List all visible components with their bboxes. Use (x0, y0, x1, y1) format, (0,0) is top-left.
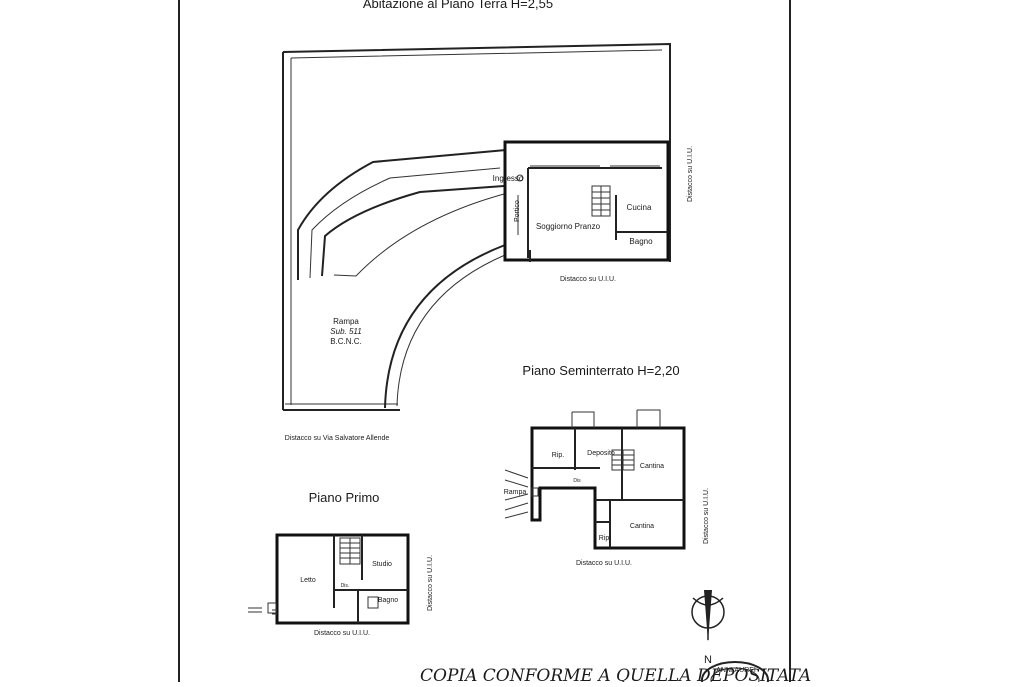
room-dis-basement: Dis (573, 478, 581, 484)
room-dis-first: Dis. (341, 583, 350, 589)
bs-distacco-right: Distacco su U.I.U. (703, 488, 710, 544)
gf-distacco-street: Distacco su Via Salvatore Allende (285, 435, 390, 442)
room-cantina-1: Cantina (640, 463, 664, 470)
room-rip-2: Rip (599, 535, 610, 542)
rampa-bcnc-label: B.C.N.C. (330, 337, 362, 346)
basement-plan (504, 409, 686, 550)
stamp-text: ANNI AUREI (716, 667, 756, 674)
rampa-label: Rampa (333, 317, 359, 326)
page-left-edge (178, 0, 180, 682)
north-arrow-icon (691, 590, 725, 642)
notary-stamp: ANNI AUREI (701, 661, 769, 687)
ground-floor-plan (282, 42, 671, 411)
gf-distacco-bottom: Distacco su U.I.U. (560, 276, 616, 283)
north-label: N (704, 654, 712, 666)
basement-title: Piano Seminterrato H=2,20 (522, 363, 679, 378)
room-letto: Letto (300, 577, 316, 584)
rampa-sub-label: Sub. 511 (330, 327, 361, 336)
room-cantina-2: Cantina (630, 523, 654, 530)
first-floor-plan (248, 533, 410, 625)
room-rampa-basement: Rampa (504, 489, 527, 496)
bs-distacco-bottom: Distacco su U.I.U. (576, 560, 632, 567)
room-deposito: Deposito (587, 450, 615, 457)
page-right-edge (789, 0, 791, 682)
room-portico: Portico (514, 200, 521, 222)
first-floor-title: Piano Primo (309, 490, 380, 505)
room-rip-1: Rip. (552, 452, 565, 459)
room-studio: Studio (372, 561, 392, 568)
room-soggiorno-pranzo: Soggiorno Pranzo (536, 222, 601, 231)
handwritten-certification: COPIA CONFORME A QUELLA DEPOSITATA (420, 666, 811, 682)
room-cucina: Cucina (627, 203, 652, 212)
ground-floor-title: Abitazione al Piano Terra H=2,55 (363, 0, 553, 11)
ff-distacco-right: Distacco su U.I.U. (427, 555, 434, 611)
room-bagno: Bagno (629, 237, 653, 246)
gf-distacco-right: Distacco su U.I.U. (687, 146, 694, 202)
room-bagno-first: Bagno (378, 597, 398, 604)
room-ingresso: Ingresso (493, 174, 524, 183)
ff-distacco-bottom: Distacco su U.I.U. (314, 630, 370, 637)
